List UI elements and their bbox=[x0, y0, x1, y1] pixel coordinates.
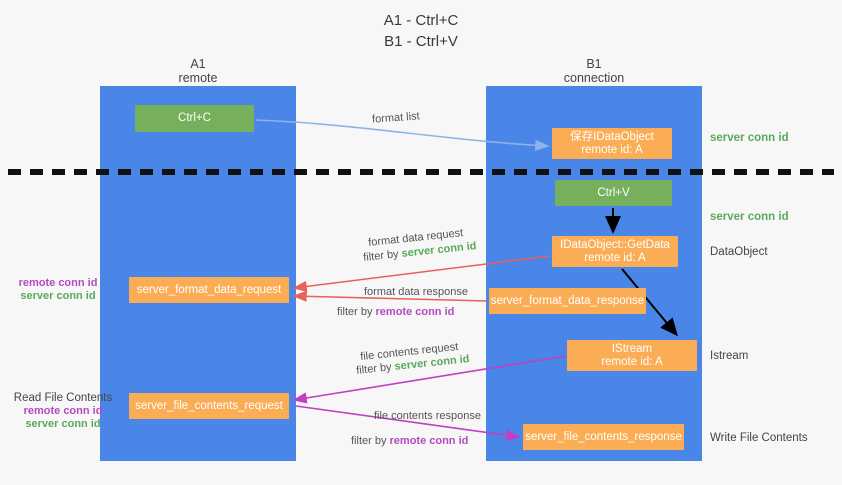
edge-label-format-data-response: format data response bbox=[364, 286, 468, 298]
note-write-file-contents: Write File Contents bbox=[710, 432, 808, 444]
box-server-file-contents-response-label: server_file_contents_response bbox=[525, 430, 682, 443]
box-idataobject-getdata-text: IDataObject::GetData remote id: A bbox=[560, 239, 670, 265]
filter-prefix-2: filter by bbox=[337, 306, 376, 318]
box-save-idataobject[interactable]: 保存IDataObject remote id: A bbox=[552, 128, 672, 159]
edge-label-file-contents-response-filter: filter by remote conn id bbox=[351, 434, 468, 448]
box-istream-text: IStream remote id: A bbox=[601, 343, 662, 369]
page-title: A1 - Ctrl+C B1 - Ctrl+V bbox=[0, 10, 842, 52]
lane-a1-name: A1 bbox=[190, 57, 206, 71]
edge-label-format-list: format list bbox=[371, 110, 421, 126]
note-server-conn-id-second: server conn id bbox=[710, 211, 789, 223]
box-ctrl-v-label: Ctrl+V bbox=[597, 186, 630, 199]
box-idataobject-getdata-line1: IDataObject::GetData bbox=[560, 238, 670, 251]
note-istream: Istream bbox=[710, 350, 749, 362]
edge-label-file-contents-response: file contents response bbox=[374, 410, 482, 422]
note-server-conn-id-top: server conn id bbox=[710, 132, 789, 144]
box-server-format-data-request-label: server_format_data_request bbox=[136, 283, 282, 296]
filter-prefix-3: filter by bbox=[355, 360, 396, 377]
box-istream-line1: IStream bbox=[611, 342, 653, 355]
note-remote-conn-id-2: remote conn id bbox=[23, 405, 103, 417]
note-read-file-contents: Read File Contents bbox=[13, 392, 113, 404]
filter-prefix-1: filter by bbox=[362, 247, 403, 264]
filter-value-4: remote conn id bbox=[389, 435, 469, 447]
title-line-2: B1 - Ctrl+V bbox=[384, 33, 458, 50]
box-ctrl-c[interactable]: Ctrl+C bbox=[135, 105, 254, 132]
box-server-format-data-request[interactable]: server_format_data_request bbox=[129, 277, 289, 303]
lane-a1-role: remote bbox=[178, 71, 218, 85]
note-dataobject: DataObject bbox=[710, 246, 768, 258]
title-line-1: A1 - Ctrl+C bbox=[383, 12, 459, 29]
box-idataobject-getdata-line2: remote id: A bbox=[584, 251, 646, 264]
note-server-conn-id-2: server conn id bbox=[25, 418, 101, 430]
edge-label-format-data-response-filter: filter by remote conn id bbox=[337, 305, 454, 319]
lane-header-b1: B1 connection bbox=[486, 57, 702, 85]
filter-prefix-4: filter by bbox=[351, 435, 390, 447]
lane-b1-role: connection bbox=[563, 71, 625, 85]
box-server-file-contents-request[interactable]: server_file_contents_request bbox=[129, 393, 289, 419]
box-server-format-data-response-label: server_format_data_response bbox=[490, 294, 645, 307]
box-istream[interactable]: IStream remote id: A bbox=[567, 340, 697, 371]
box-save-idataobject-line2: remote id: A bbox=[581, 143, 643, 156]
filter-value-2: remote conn id bbox=[375, 306, 455, 318]
note-conn-id-group-1: remote conn id server conn id bbox=[8, 277, 108, 303]
box-save-idataobject-text: 保存IDataObject remote id: A bbox=[570, 131, 654, 157]
note-conn-id-group-2: Read File Contents remote conn id server… bbox=[8, 392, 118, 431]
note-server-conn-id-1: server conn id bbox=[20, 290, 96, 302]
lane-b1-name: B1 bbox=[586, 57, 602, 71]
box-server-file-contents-response[interactable]: server_file_contents_response bbox=[523, 424, 684, 450]
box-istream-line2: remote id: A bbox=[601, 355, 663, 368]
box-server-file-contents-request-label: server_file_contents_request bbox=[135, 399, 283, 412]
lane-header-a1: A1 remote bbox=[100, 57, 296, 85]
box-idataobject-getdata[interactable]: IDataObject::GetData remote id: A bbox=[552, 236, 678, 267]
note-remote-conn-id-1: remote conn id bbox=[18, 277, 98, 289]
box-server-format-data-response[interactable]: server_format_data_response bbox=[489, 288, 646, 314]
box-save-idataobject-line1: 保存IDataObject bbox=[570, 130, 654, 143]
box-ctrl-v[interactable]: Ctrl+V bbox=[555, 180, 672, 206]
box-ctrl-c-label: Ctrl+C bbox=[178, 112, 211, 124]
